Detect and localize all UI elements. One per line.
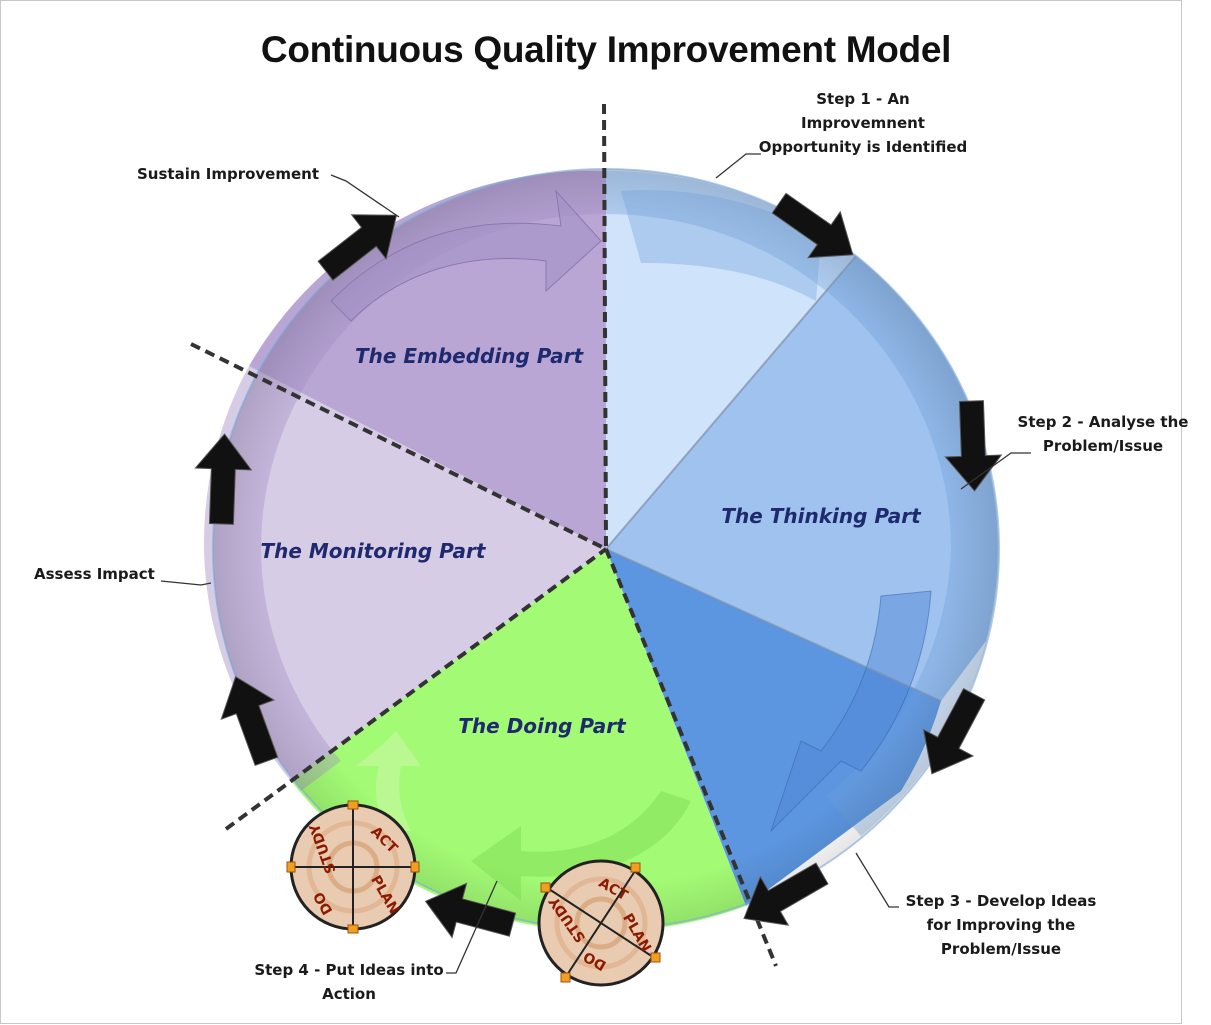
arrow-monitoring-lower-icon xyxy=(220,675,279,767)
sustain-improvement-label: Sustain Improvement xyxy=(137,165,319,183)
doing-part-label: The Doing Part xyxy=(458,714,627,738)
step2-label: Step 2 - Analyse the Problem/Issue xyxy=(1013,410,1193,458)
arrow-step1-icon xyxy=(771,192,854,259)
divider-monitoring-doing xyxy=(224,547,608,831)
step2-line1: Step 2 - Analyse the xyxy=(1017,413,1189,431)
assess-impact-label: Assess Impact xyxy=(34,565,155,583)
arrow-sustain-icon xyxy=(317,214,398,281)
arrow-step4-icon xyxy=(424,882,517,939)
monitoring-part-label: The Monitoring Part xyxy=(261,539,487,563)
arrow-step2b-icon xyxy=(922,687,986,775)
arrow-monitoring-upper-icon xyxy=(194,433,253,525)
step4-line2: Action xyxy=(322,985,376,1003)
step3-label: Step 3 - Develop Ideas for Improving the… xyxy=(896,889,1106,961)
step4-label: Step 4 - Put Ideas into Action xyxy=(244,958,454,1006)
step3-line1: Step 3 - Develop Ideas xyxy=(905,892,1097,910)
cycle-arrows xyxy=(194,192,1003,939)
step1-line3: Opportunity is Identified xyxy=(758,138,968,156)
step1-line2: Improvemnent xyxy=(801,114,925,132)
arrow-step2-icon xyxy=(944,400,1003,492)
thinking-part-label: The Thinking Part xyxy=(721,504,922,528)
step1-label: Step 1 - An Improvemnent Opportunity is … xyxy=(743,87,983,159)
step3-line2: for Improving the xyxy=(926,916,1076,934)
leader-lines xyxy=(160,153,1031,974)
arrow-step3-icon xyxy=(743,862,829,926)
divider-embedding-monitoring xyxy=(190,342,607,551)
divider-doing-thinking xyxy=(604,548,778,967)
step3-line3: Problem/Issue xyxy=(940,940,1062,958)
pdsa-wheel-right: ACT PLAN DO STUDY xyxy=(537,859,665,987)
sector-dividers xyxy=(190,103,942,967)
step1-line1: Step 1 - An xyxy=(816,90,910,108)
pdsa-wheel-left: ACT PLAN DO STUDY xyxy=(286,800,420,934)
cqi-cycle-diagram: The Thinking Part The Embedding Part The… xyxy=(160,103,1031,987)
step2-line2: Problem/Issue xyxy=(1042,437,1164,455)
embedding-part-label: The Embedding Part xyxy=(355,344,585,368)
diagram-title: Continuous Quality Improvement Model xyxy=(260,29,952,70)
step4-line1: Step 4 - Put Ideas into xyxy=(254,961,444,979)
divider-vertical xyxy=(602,103,608,550)
